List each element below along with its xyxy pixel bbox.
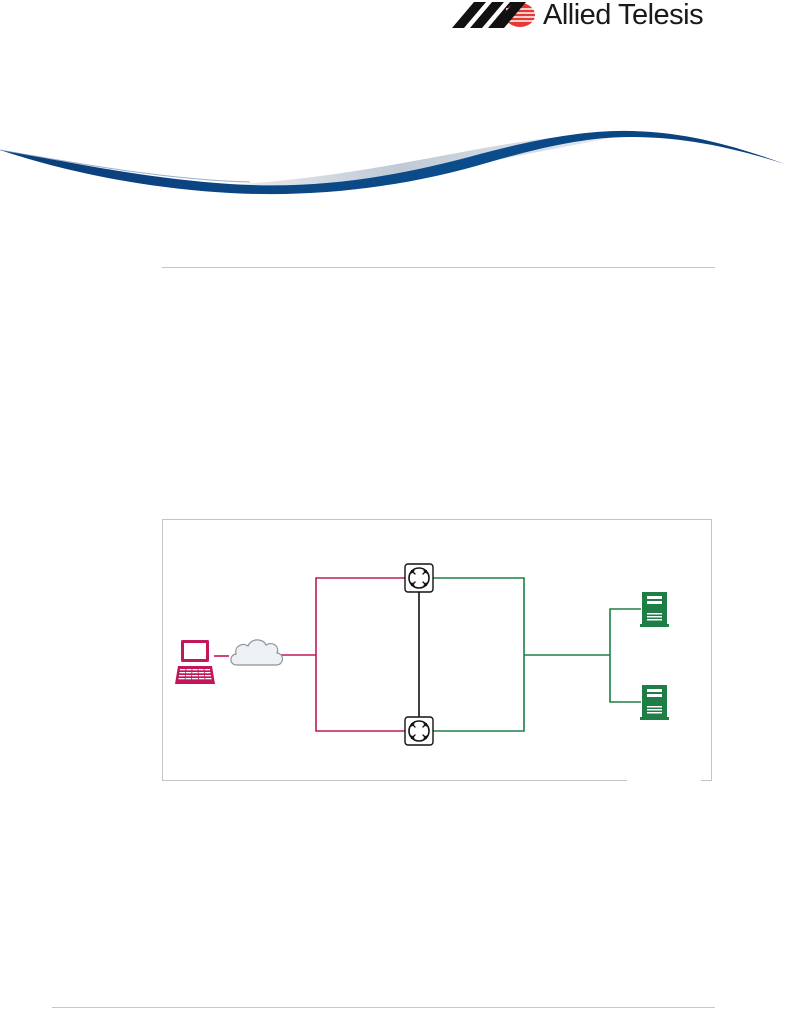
allied-telesis-logo-mark-icon: [452, 2, 535, 28]
client-side-links: [214, 577, 405, 732]
link-split-to-top-switch: [315, 577, 405, 655]
footer-divider: [52, 1007, 715, 1008]
switch-icon: [404, 563, 434, 593]
link-top-switch-to-aggregate: [433, 577, 525, 655]
company-logo: Allied Telesis: [452, 0, 722, 31]
link-to-server-bottom: [609, 655, 641, 703]
header-swoosh-decoration: [0, 130, 785, 195]
server-icon: [640, 592, 669, 627]
server-icon: [640, 685, 669, 720]
server-side-links: [433, 577, 641, 732]
network-diagram-canvas: [175, 563, 701, 782]
frame-notch: [627, 775, 701, 782]
network-diagram: [162, 519, 712, 782]
switch-icon: [404, 716, 434, 746]
cloud-icon: [230, 639, 284, 666]
header-divider: [162, 267, 715, 268]
link-to-server-top: [609, 608, 641, 655]
laptop-icon: [175, 640, 215, 684]
link-split-to-bottom-switch: [315, 655, 405, 732]
link-bottom-switch-to-aggregate: [433, 655, 525, 732]
company-name: Allied Telesis: [543, 0, 704, 31]
